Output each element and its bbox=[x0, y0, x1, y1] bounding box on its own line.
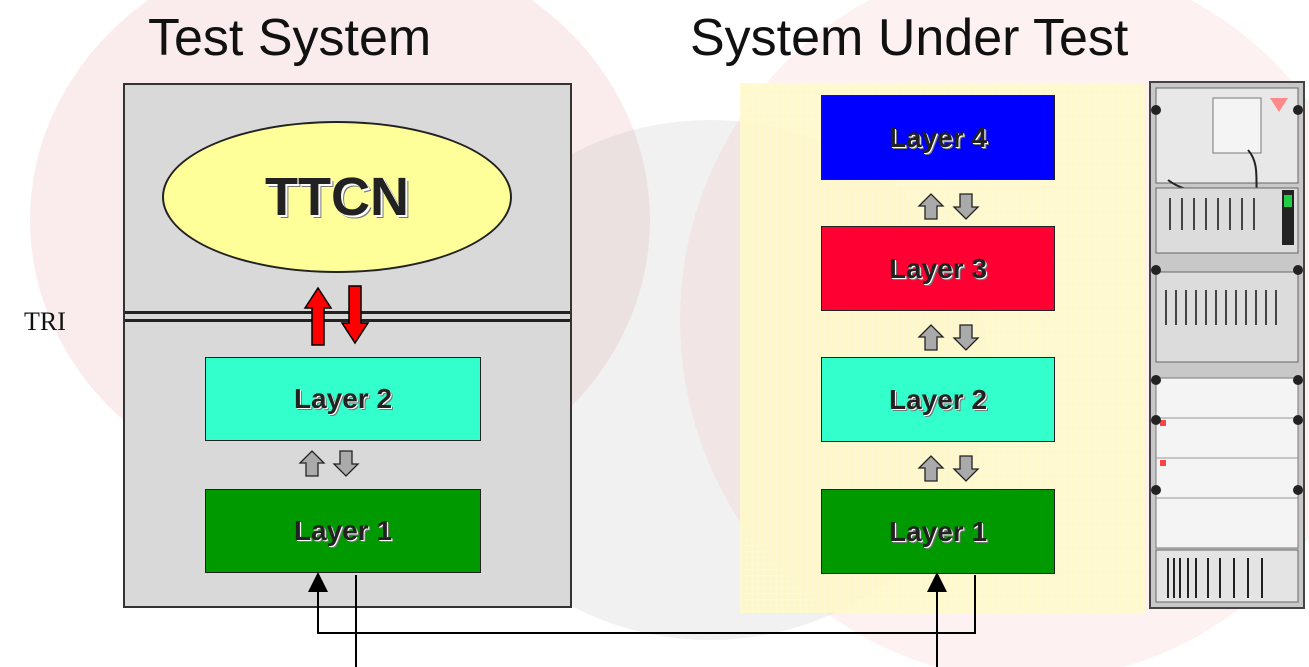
sut-layer-4: Layer 4 bbox=[821, 95, 1055, 180]
ts-arrows-layer1-layer2 bbox=[298, 450, 360, 477]
ttcn-ellipse: TTCN bbox=[162, 121, 512, 273]
tri-interface-line-bottom bbox=[125, 319, 570, 322]
tri-red-arrow-up bbox=[303, 286, 333, 346]
system-under-test-title: System Under Test bbox=[690, 9, 1129, 67]
test-system-title: Test System bbox=[148, 9, 432, 67]
tri-label: TRI bbox=[24, 307, 66, 336]
ts-layer-1: Layer 1 bbox=[205, 489, 481, 573]
link-sut-to-ts bbox=[308, 572, 976, 634]
sut-arrows-layer2-layer3 bbox=[917, 324, 980, 351]
sut-layer-3: Layer 3 bbox=[821, 226, 1055, 311]
tri-red-arrow-down bbox=[340, 285, 370, 345]
rack-equipment-image bbox=[1149, 81, 1305, 609]
sut-layer-2: Layer 2 bbox=[821, 357, 1055, 442]
tri-interface-line-top bbox=[125, 311, 570, 314]
sut-arrows-layer3-layer4 bbox=[917, 193, 980, 220]
sut-arrows-layer1-layer2 bbox=[917, 455, 980, 482]
ts-layer-2: Layer 2 bbox=[205, 357, 481, 441]
